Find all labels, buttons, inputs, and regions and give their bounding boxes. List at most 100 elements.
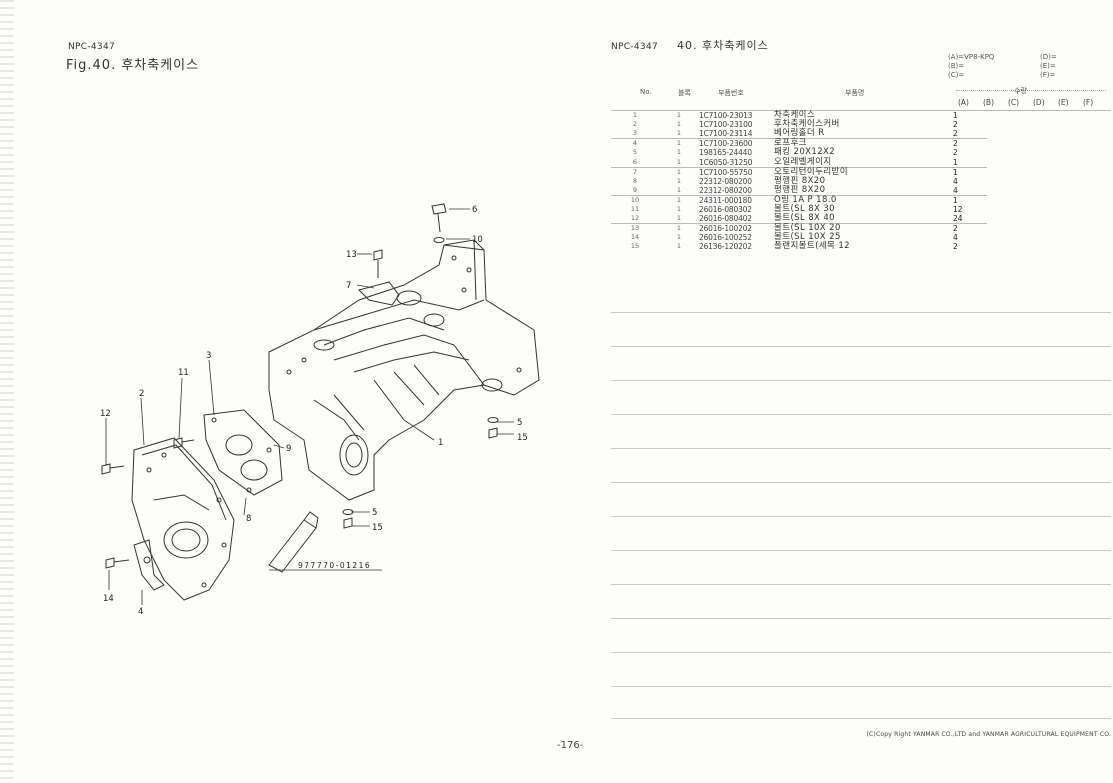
row-block: 1 (676, 242, 682, 251)
row-part-no: 1C7100-23600 (699, 138, 774, 149)
row-part-no: 1C6050-31250 (699, 157, 753, 167)
model-legend-c: (C)= (948, 71, 965, 79)
callout-15-right: 15 (517, 433, 528, 443)
row-no: 9 (632, 185, 638, 194)
row-qty: 2 (953, 129, 958, 139)
callout-12: 12 (100, 409, 111, 419)
callout-11: 11 (178, 368, 189, 378)
callout-8: 8 (246, 514, 251, 524)
row-qty: 1 (947, 166, 987, 177)
row-qty: 2 (947, 138, 987, 149)
row-name: 평행핀 8X20 (774, 175, 826, 186)
row-block: 1 (659, 138, 699, 149)
cover-drawing (131, 437, 235, 601)
right-page: NPC-4347 40. 후차축케이스 (A)=VP8-KPQ (B)= (C)… (600, 0, 1113, 783)
table-row: 14 1 26016-100252 볼트(SL 10X 25 4 (611, 232, 987, 243)
row-name: 플랜지볼트(세목 12 (774, 241, 850, 252)
row-part-no: 26016-080402 (699, 214, 752, 224)
callout-5-bottom: 5 (372, 508, 377, 518)
return-bracket-drawing (358, 281, 400, 306)
row-part-no: 1C7100-23100 (699, 120, 753, 130)
row-block: 1 (676, 233, 682, 242)
callout-5-right: 5 (517, 418, 522, 428)
row-qty: 12 (953, 204, 963, 214)
row-name: 베어링홀더 R (774, 128, 825, 139)
model-legend-d: (D)= (1040, 53, 1057, 61)
row-part-no: 1C7100-55750 (699, 166, 774, 177)
row-qty: 2 (947, 223, 987, 234)
header-rule (611, 110, 1111, 111)
row-part-no: 22312-080200 (699, 185, 752, 195)
row-block: 1 (676, 129, 682, 138)
row-name: 볼트(SL 8X 30 (774, 203, 835, 214)
exploded-parts-diagram: 6 10 13 7 3 11 2 12 9 1 5 15 8 5 15 14 4… (100, 203, 540, 617)
row-name: 패킹 20X12X2 (774, 147, 836, 158)
qty-col-b: (B) (983, 98, 994, 107)
model-legend-f: (F)= (1040, 71, 1056, 79)
header-block: 블록 (678, 89, 691, 97)
callout-7: 7 (346, 281, 351, 291)
row-part-no: 26016-080302 (699, 204, 752, 214)
row-qty: 2 (953, 148, 958, 158)
row-name: 차축케이스 (774, 110, 816, 121)
row-no: 15 (630, 242, 640, 251)
model-legend-b: (B)= (948, 62, 965, 70)
header-no: No. (640, 88, 652, 96)
callout-1: 1 (438, 438, 443, 448)
header-qty: 수량 (1014, 87, 1027, 95)
doc-code: NPC-4347 (68, 42, 115, 52)
callout-15-bottom: 15 (372, 523, 383, 533)
qty-divider (956, 90, 1106, 91)
row-part-no: 1C7100-23114 (699, 129, 753, 139)
axle-case-drawing (268, 244, 540, 501)
row-name: 로프후크 (774, 138, 947, 149)
row-name: 오일레벨게이지 (774, 156, 832, 167)
callout-2: 2 (139, 389, 144, 399)
row-no: 6 (632, 157, 638, 166)
model-legend-a: (A)=VP8-KPQ (948, 53, 995, 61)
row-no: 8 (632, 176, 638, 185)
qty-col-c: (C) (1008, 98, 1020, 107)
row-no: 10 (611, 194, 659, 205)
qty-col-e: (E) (1058, 98, 1069, 107)
row-no: 14 (630, 233, 640, 242)
row-name: 후차축케이스커버 (774, 119, 840, 130)
qty-col-d: (D) (1033, 98, 1045, 107)
header-name: 부품명 (845, 89, 865, 97)
tube-part-number: 977770-01216 (298, 561, 371, 570)
figure-title: Fig.40. 후차축케이스 (66, 58, 200, 73)
row-block: 1 (676, 214, 682, 223)
row-part-no: 26136-120202 (699, 242, 752, 252)
row-no: 13 (611, 223, 659, 234)
callout-6: 6 (472, 205, 477, 215)
left-page: NPC-4347 Fig.40. 후차축케이스 (14, 0, 599, 783)
page-number: -176- (557, 740, 584, 751)
callout-4: 4 (138, 607, 143, 617)
row-block: 1 (676, 176, 682, 185)
row-part-no: 198165-24440 (699, 148, 752, 158)
model-legend-e: (E)= (1040, 62, 1056, 70)
row-block: 1 (659, 166, 699, 177)
doc-code-right: NPC-4347 (611, 42, 658, 52)
row-block: 1 (676, 157, 682, 166)
row-block: 1 (676, 148, 682, 157)
row-name: 볼트(SL 10X 25 (774, 232, 841, 243)
rope-hook-drawing (133, 539, 165, 591)
row-no: 12 (630, 214, 640, 223)
row-no: 11 (630, 204, 640, 213)
row-name: 볼트(SL 10X 20 (774, 223, 947, 234)
row-part-no: 26016-100252 (699, 233, 752, 243)
copyright-notice: (C)Copy Right YANMAR CO.,LTD and YANMAR … (866, 731, 1111, 738)
row-qty: 4 (953, 233, 958, 243)
header-part-no: 부품번호 (718, 89, 744, 97)
callout-9: 9 (286, 444, 291, 454)
